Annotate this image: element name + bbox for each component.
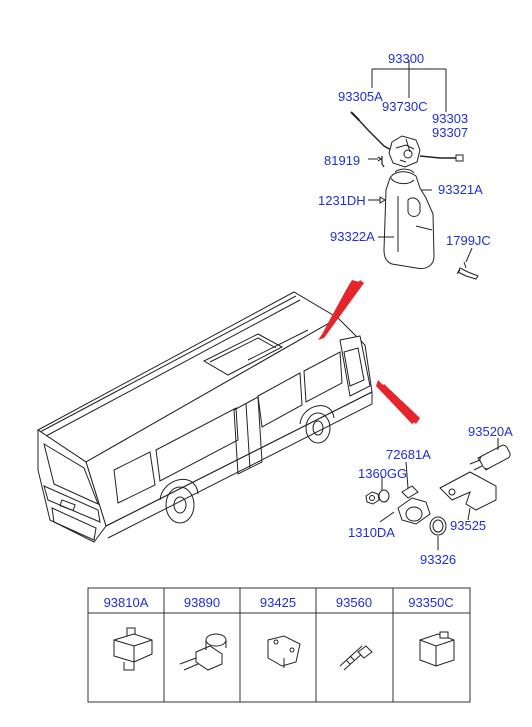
table-header-cell: 93560 [335,595,373,610]
pressure-switch-icon [113,627,153,671]
callout-93520a: 93520A [468,424,513,439]
combination-switch-icon [350,60,464,204]
callout-93305a: 93305A [338,89,383,104]
callout-1360gg: 1360GG [358,466,408,481]
callout-1799jc: 1799JC [446,233,491,248]
rear-switch-group-icon [365,438,511,550]
table-header-cell: 93350C [408,595,454,610]
callout-93730c: 93730C [382,99,428,114]
bus-icon [37,291,373,543]
location-arrow-icons [318,280,420,424]
callout-93321a: 93321A [438,182,483,197]
callout-93326: 93326 [420,552,457,567]
callout-93307: 93307 [432,125,469,140]
table-header-cell: 93810A [103,595,149,610]
callout-81919: 81919 [324,153,361,168]
callout-93300: 93300 [388,51,425,66]
callout-93322a: 93322A [330,229,375,244]
bracket-switch-icon [267,635,301,668]
square-switch-icon [419,631,455,667]
callout-93525: 93525 [450,518,487,533]
table-header-cell: 93425 [259,595,297,610]
callout-1310da: 1310DA [348,525,395,540]
clip-icon [456,247,479,280]
sensor-switch-icon [179,633,227,671]
callout-72681a: 72681A [386,447,431,462]
table-header-cell: 93890 [183,595,221,610]
callout-1231dh: 1231DH [318,193,366,208]
callout-93303: 93303 [432,111,469,126]
pin-switch-icon [339,645,373,671]
washer-reservoir-icon [378,168,435,269]
